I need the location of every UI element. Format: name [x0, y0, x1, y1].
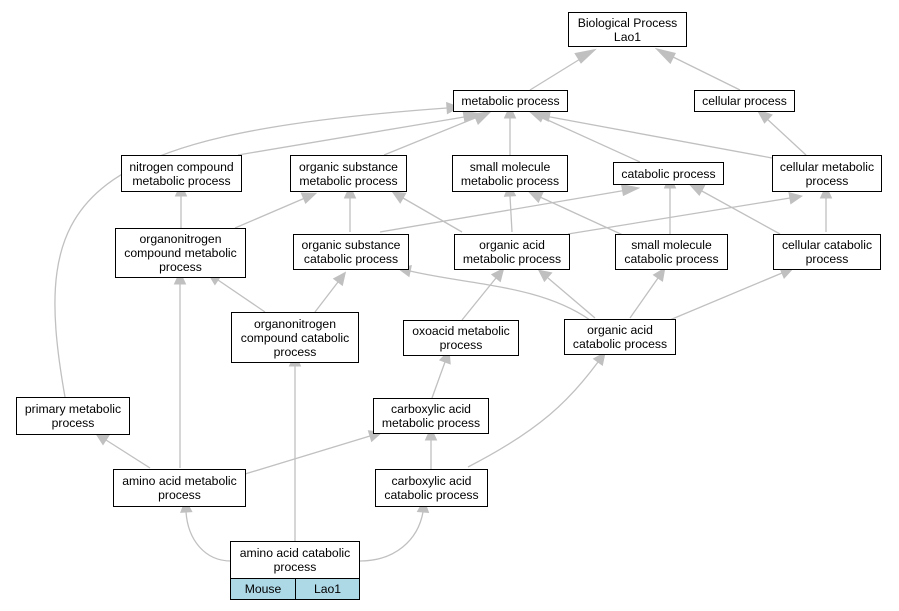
arrowhead-metabolic-to-bp — [574, 48, 597, 64]
arrowhead-cellular-to-bp — [654, 47, 676, 65]
arrowhead-carbcat-to-orgacidcat — [592, 351, 606, 367]
node-organonitrogen-compound-metabolic-process[interactable]: organonitrogen compound metabolic proces… — [115, 228, 246, 278]
node-organic-acid-catabolic-process[interactable]: organic acid catabolic process — [564, 319, 676, 355]
arrowhead-cellmet-to-cellular — [756, 108, 773, 124]
node-oxoacid-metabolic-process[interactable]: oxoacid metabolic process — [403, 320, 519, 356]
node-carboxylic-acid-catabolic-process[interactable]: carboxylic acid catabolic process — [375, 469, 488, 507]
node-nitrogen-compound-metabolic-process[interactable]: nitrogen compound metabolic process — [121, 155, 242, 192]
node-catabolic-process[interactable]: catabolic process — [613, 162, 724, 185]
arrowhead-smallmol-to-metabolic — [503, 104, 517, 119]
node-organic-substance-metabolic-process[interactable]: organic substance metabolic process — [290, 155, 407, 192]
edge-aacat-to-aamet — [185, 511, 232, 562]
edge-orgnitrocat-to-orgsubcat — [314, 281, 339, 313]
edge-aacat-to-carbcat — [359, 511, 424, 562]
node-metabolic-process[interactable]: metabolic process — [453, 90, 568, 112]
arrowhead-aamet-to-orgnitro — [173, 270, 187, 285]
node-organic-acid-metabolic-process[interactable]: organic acid metabolic process — [454, 234, 570, 270]
node-organic-substance-catabolic-process[interactable]: organic substance catabolic process — [293, 234, 409, 270]
node-amino-acid-metabolic-process[interactable]: amino acid metabolic process — [113, 469, 246, 507]
edge-orgsub-to-metabolic — [383, 115, 481, 156]
arrowhead-cellcat-to-catabolic — [688, 183, 706, 197]
edge-smallcat-to-smallmol — [539, 196, 626, 237]
edge-metabolic-to-bp — [529, 55, 586, 91]
edge-cellular-to-bp — [666, 53, 741, 91]
node-amino-acid-catabolic-process[interactable]: amino acid catabolic process — [230, 541, 360, 579]
edge-aamet-to-primary — [105, 439, 151, 469]
node-primary-metabolic-process[interactable]: primary metabolic process — [16, 397, 130, 435]
node-cellular-process[interactable]: cellular process — [694, 90, 795, 112]
edge-orgacidcat-to-orgacid — [547, 277, 596, 319]
edge-orgacid-to-smallmol — [509, 195, 513, 233]
edge-carbcat-to-orgacidcat — [467, 361, 599, 468]
arrowhead-orgnitrocat-to-orgsubcat — [332, 271, 347, 287]
edge-orgnitrocat-to-orgnitro — [217, 279, 266, 313]
arrowhead-carbcat-to-carbmet — [424, 426, 438, 441]
arrowhead-aamet-to-primary — [94, 432, 110, 446]
node-biological-process[interactable]: Biological Process Lao1 — [568, 12, 687, 47]
arrowhead-orgsub-to-metabolic — [473, 110, 493, 125]
arrowhead-oxoacid-to-orgacid — [490, 267, 505, 283]
edge-cellmet-to-cellular — [765, 117, 807, 156]
arrowhead-orgacidcat-to-orgacid — [537, 269, 553, 283]
arrowhead-cellcat-to-cellmet — [819, 184, 833, 199]
node-small-molecule-metabolic-process[interactable]: small molecule metabolic process — [452, 155, 568, 192]
gene-tag[interactable]: Lao1 — [295, 578, 360, 600]
edge-carbmet-to-oxoacid — [431, 361, 446, 399]
edge-catabolic-to-metabolic — [540, 116, 641, 163]
edge-primary-to-metabolic — [54, 107, 448, 398]
node-organonitrogen-compound-catabolic-process[interactable]: organonitrogen compound catabolic proces… — [231, 312, 359, 363]
edge-nitrogen-to-metabolic — [237, 115, 471, 156]
arrowhead-orgsubcat-to-orgsub — [343, 184, 357, 199]
arrowhead-smallcat-to-smallmol — [527, 191, 544, 204]
node-carboxylic-acid-metabolic-process[interactable]: carboxylic acid metabolic process — [373, 398, 489, 434]
node-cellular-metabolic-process[interactable]: cellular metabolic process — [772, 155, 882, 192]
node-cellular-catabolic-process[interactable]: cellular catabolic process — [773, 234, 881, 270]
edge-cellmet-to-metabolic — [544, 115, 773, 159]
edge-orgacidcat-to-cellcat — [664, 272, 783, 323]
arrowhead-orgnitro-to-orgsub — [300, 192, 318, 204]
edge-cellcat-to-catabolic — [699, 189, 781, 235]
edge-orgacid-to-orgsub — [402, 197, 463, 233]
edge-orgacid-to-cellmet — [567, 197, 791, 235]
arrowhead-cellmet-to-metabolic — [531, 109, 552, 122]
species-tag[interactable]: Mouse — [230, 578, 296, 600]
node-small-molecule-catabolic-process[interactable]: small molecule catabolic process — [615, 234, 728, 270]
edge-oxoacid-to-orgacid — [461, 277, 497, 321]
arrowhead-orgacid-to-orgsub — [391, 191, 407, 204]
edge-aamet-to-carbmet — [244, 435, 371, 475]
edge-orgacidcat-to-orgsubcat — [409, 270, 591, 321]
edge-orgnitro-to-orgsub — [234, 197, 306, 229]
edge-orgacidcat-to-smallcat — [629, 277, 659, 319]
arrowhead-orgacid-to-cellmet — [788, 192, 803, 205]
arrowhead-orgsubcat-to-catabolic — [620, 183, 641, 197]
arrowhead-orgacidcat-to-smallcat — [652, 267, 666, 282]
edge-orgsubcat-to-catabolic — [379, 189, 628, 233]
